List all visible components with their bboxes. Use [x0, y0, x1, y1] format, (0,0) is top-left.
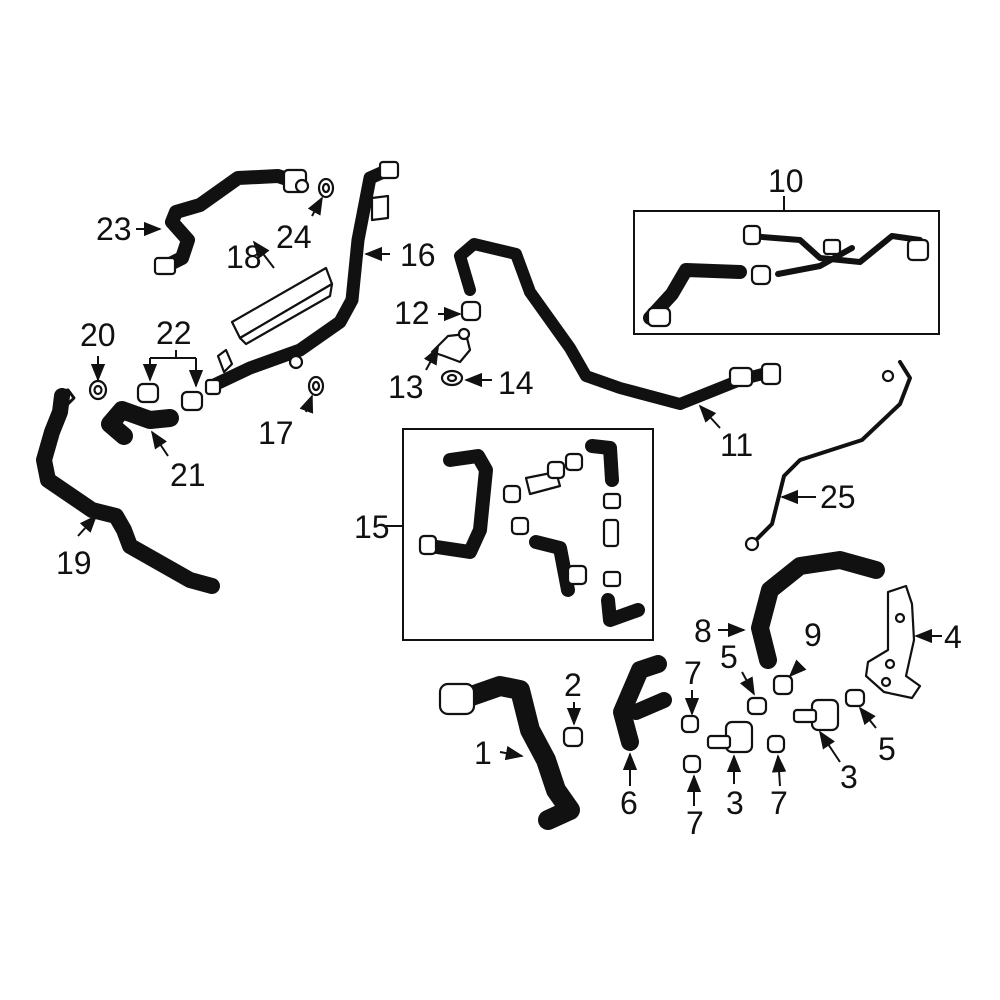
part-13-connector[interactable] [430, 327, 472, 364]
part-22-fitting-b[interactable] [180, 390, 204, 412]
callout-9: 9 [804, 617, 822, 653]
part-7-plug-b[interactable] [682, 754, 702, 774]
callout-16: 16 [400, 237, 436, 273]
part-15-kit-box[interactable] [402, 428, 654, 641]
callout-23: 23 [96, 211, 132, 247]
part-5-plug-a[interactable] [746, 696, 768, 716]
part-12-plug[interactable] [460, 300, 482, 322]
part-5-plug-b[interactable] [844, 688, 866, 708]
part-25-line[interactable] [744, 360, 912, 552]
callout-8: 8 [694, 613, 712, 649]
callout-2: 2 [564, 667, 582, 703]
part-10-kit-box[interactable] [633, 210, 940, 335]
part-8-hose[interactable] [751, 551, 885, 669]
callout-25: 25 [820, 479, 856, 515]
callout-13: 13 [388, 369, 424, 405]
callout-14: 14 [498, 365, 534, 401]
callout-15: 15 [354, 509, 390, 545]
callout-17: 17 [258, 415, 294, 451]
part-3-pump-a[interactable] [706, 720, 754, 754]
callout-labels: 23 24 18 16 20 22 21 19 17 12 13 14 10 1… [56, 163, 962, 841]
callout-3b: 3 [840, 759, 858, 795]
callout-7a: 7 [684, 655, 702, 691]
part-22-fitting-a[interactable] [136, 382, 160, 404]
callout-24: 24 [276, 219, 312, 255]
callout-20: 20 [80, 317, 116, 353]
part-9-plug[interactable] [772, 674, 794, 696]
part-10-kit-contents [643, 224, 930, 328]
callout-22: 22 [156, 315, 192, 351]
part-16-pipe[interactable] [204, 160, 400, 396]
callout-21: 21 [170, 457, 206, 493]
callout-1: 1 [474, 735, 492, 771]
callout-10: 10 [768, 163, 804, 199]
part-14-gasket[interactable] [440, 369, 464, 387]
part-17-oring[interactable] [307, 375, 325, 397]
callout-5b: 5 [878, 731, 896, 767]
callout-18: 18 [226, 239, 262, 275]
part-19-hose[interactable] [36, 388, 220, 594]
callout-12: 12 [394, 295, 430, 331]
part-23-pipe[interactable] [153, 168, 310, 276]
callout-5a: 5 [720, 639, 738, 675]
part-21-hose[interactable] [101, 401, 179, 445]
part-7-plug-a[interactable] [680, 714, 700, 734]
callout-4: 4 [944, 619, 962, 655]
part-11-pipe[interactable] [454, 238, 782, 410]
part-2-plug[interactable] [562, 726, 584, 748]
callout-7b: 7 [686, 805, 704, 841]
part-15-kit-contents [418, 439, 645, 627]
part-4-bracket[interactable] [864, 584, 922, 700]
part-7-plug-c[interactable] [766, 734, 786, 754]
part-20-oring[interactable] [88, 379, 108, 401]
part-6-pipe[interactable] [613, 655, 672, 751]
callout-19: 19 [56, 545, 92, 581]
part-24-oring[interactable] [317, 177, 335, 199]
callout-3a: 3 [726, 785, 744, 821]
callout-11: 11 [720, 427, 753, 463]
part-1-hose[interactable] [438, 676, 580, 830]
callout-6: 6 [620, 785, 638, 821]
part-3-pump-b[interactable] [792, 698, 840, 732]
callout-7c: 7 [770, 785, 788, 821]
part-18-heat-shield[interactable] [216, 266, 334, 374]
leader-lines [77, 196, 942, 806]
